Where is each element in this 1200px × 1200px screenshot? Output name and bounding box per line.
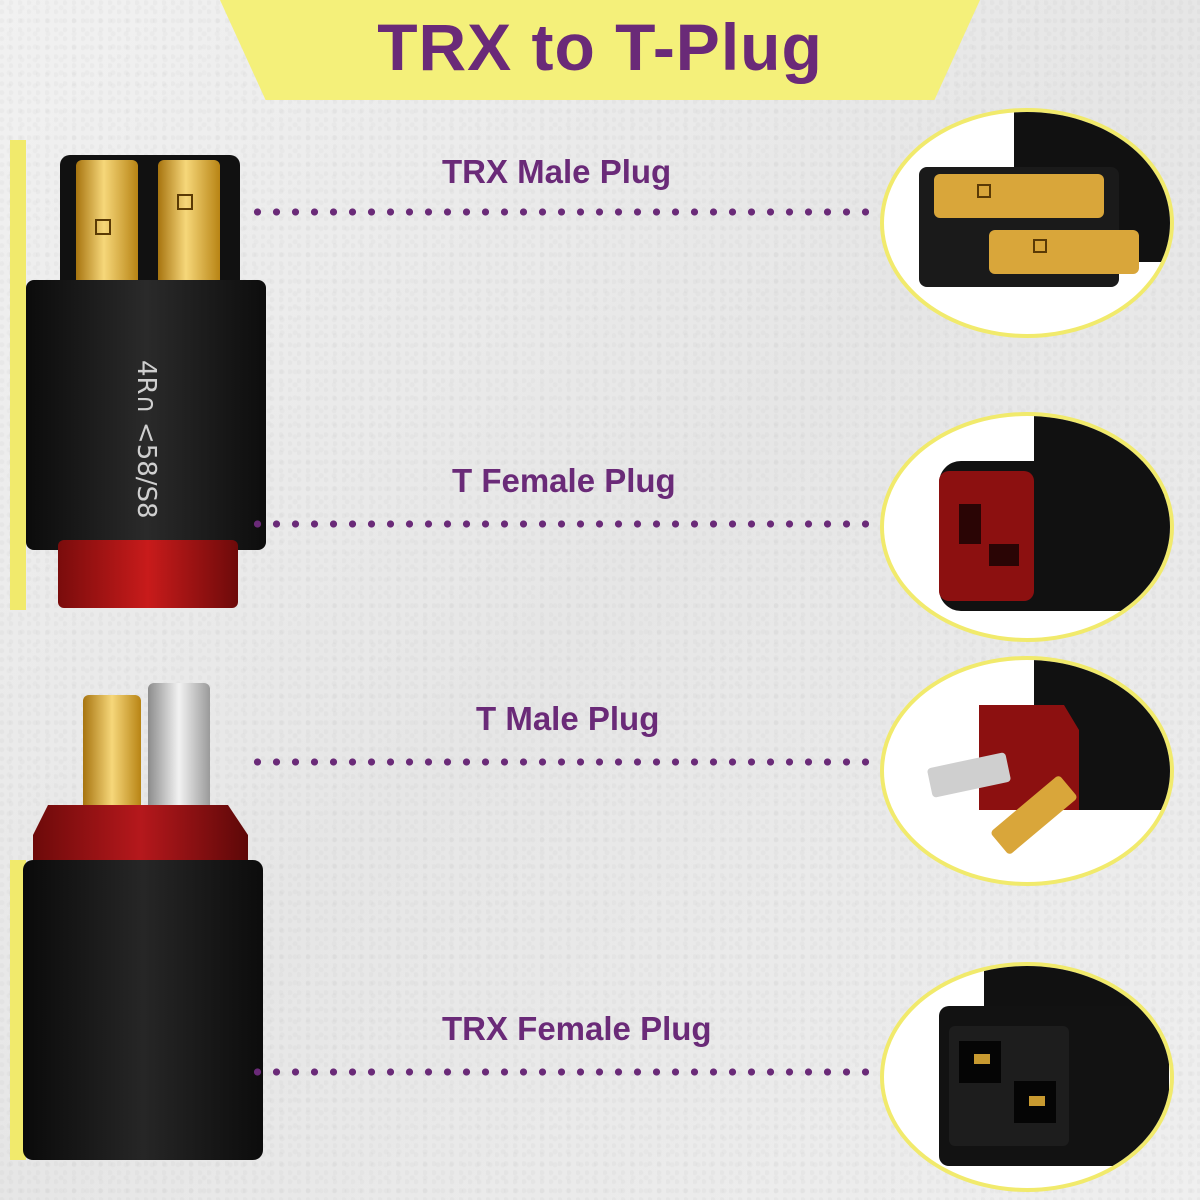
product-marking: 4R∩ <58/S8 xyxy=(131,360,161,519)
trx-to-t-adapter-image: 4R∩ <58/S8 xyxy=(26,155,266,608)
product-highlight-edge xyxy=(10,860,26,1160)
product-highlight-edge xyxy=(10,140,26,610)
row-label-t-female: T Female Plug xyxy=(452,462,676,499)
t-to-trx-adapter-image xyxy=(23,683,263,1160)
row-label-trx-male: TRX Male Plug xyxy=(442,153,672,190)
dotted-connector xyxy=(248,758,878,766)
row-label-trx-female: TRX Female Plug xyxy=(442,1010,712,1047)
dotted-connector xyxy=(248,208,878,216)
title-banner: TRX to T-Plug xyxy=(0,0,1200,100)
dotted-connector xyxy=(248,1068,878,1076)
t-female-connector-icon xyxy=(880,412,1174,642)
trx-male-connector-icon xyxy=(880,108,1174,338)
t-male-connector-icon xyxy=(880,656,1174,886)
trx-female-connector-icon xyxy=(880,962,1174,1192)
banner-shape: TRX to T-Plug xyxy=(220,0,980,100)
row-label-t-male: T Male Plug xyxy=(476,700,660,737)
dotted-connector xyxy=(248,520,878,528)
page-title: TRX to T-Plug xyxy=(377,10,823,84)
